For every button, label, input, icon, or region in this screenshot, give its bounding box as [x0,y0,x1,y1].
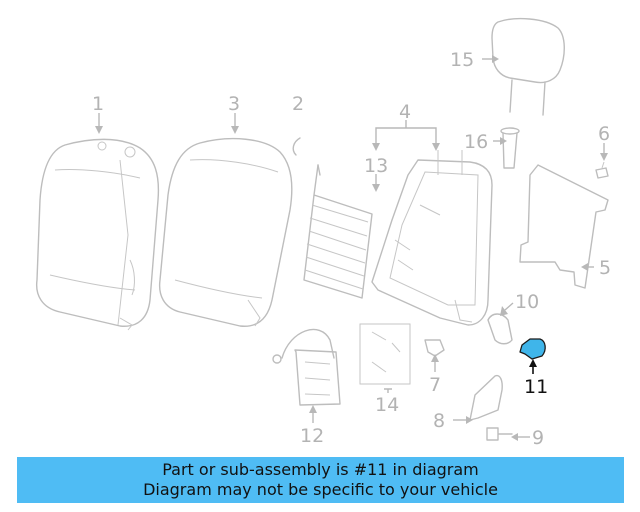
callout-12: 12 [300,425,324,447]
part-14-fastener-kit [359,323,411,385]
callout-10: 10 [515,291,539,313]
callout-5: 5 [599,257,611,279]
callout-4: 4 [399,101,411,123]
part-10-knob [487,313,513,345]
callout-3: 3 [228,93,240,115]
callout-9: 9 [532,427,544,449]
part-16-guide [500,127,520,169]
callout-16: 16 [464,131,488,153]
leader-lines [95,55,608,441]
info-banner: Part or sub-assembly is #11 in diagram D… [17,457,624,503]
leader-11 [529,359,537,374]
part-8-trim-cover [469,374,503,421]
part-6-screw [595,161,609,179]
part-13-wire-mat [303,164,373,299]
callout-1: 1 [92,93,104,115]
part-12-lumbar-assembly [272,328,341,406]
callout-6: 6 [598,123,610,145]
part-15-headrest [491,17,565,116]
callout-11: 11 [524,376,548,398]
part-4-seatback-frame [371,150,493,326]
callout-8: 8 [433,410,445,432]
callout-14: 14 [375,394,399,416]
part-5-back-panel [519,164,609,289]
banner-line-1: Part or sub-assembly is #11 in diagram [162,460,479,479]
callout-15: 15 [450,49,474,71]
callout-numbers: 1 2 3 4 5 6 7 8 9 10 11 12 13 14 15 16 [92,49,611,449]
part-2-clip [292,137,301,156]
part-9-bolt [486,427,513,441]
part-11-highlighted [519,338,546,360]
part-1-seatback-cover [35,138,160,331]
banner-line-2: Diagram may not be specific to your vehi… [143,480,498,499]
part-3-seatback-pad [158,137,293,327]
part-7-bracket [424,339,445,357]
callout-13: 13 [364,155,388,177]
callout-7: 7 [429,374,441,396]
callout-2: 2 [292,93,304,115]
